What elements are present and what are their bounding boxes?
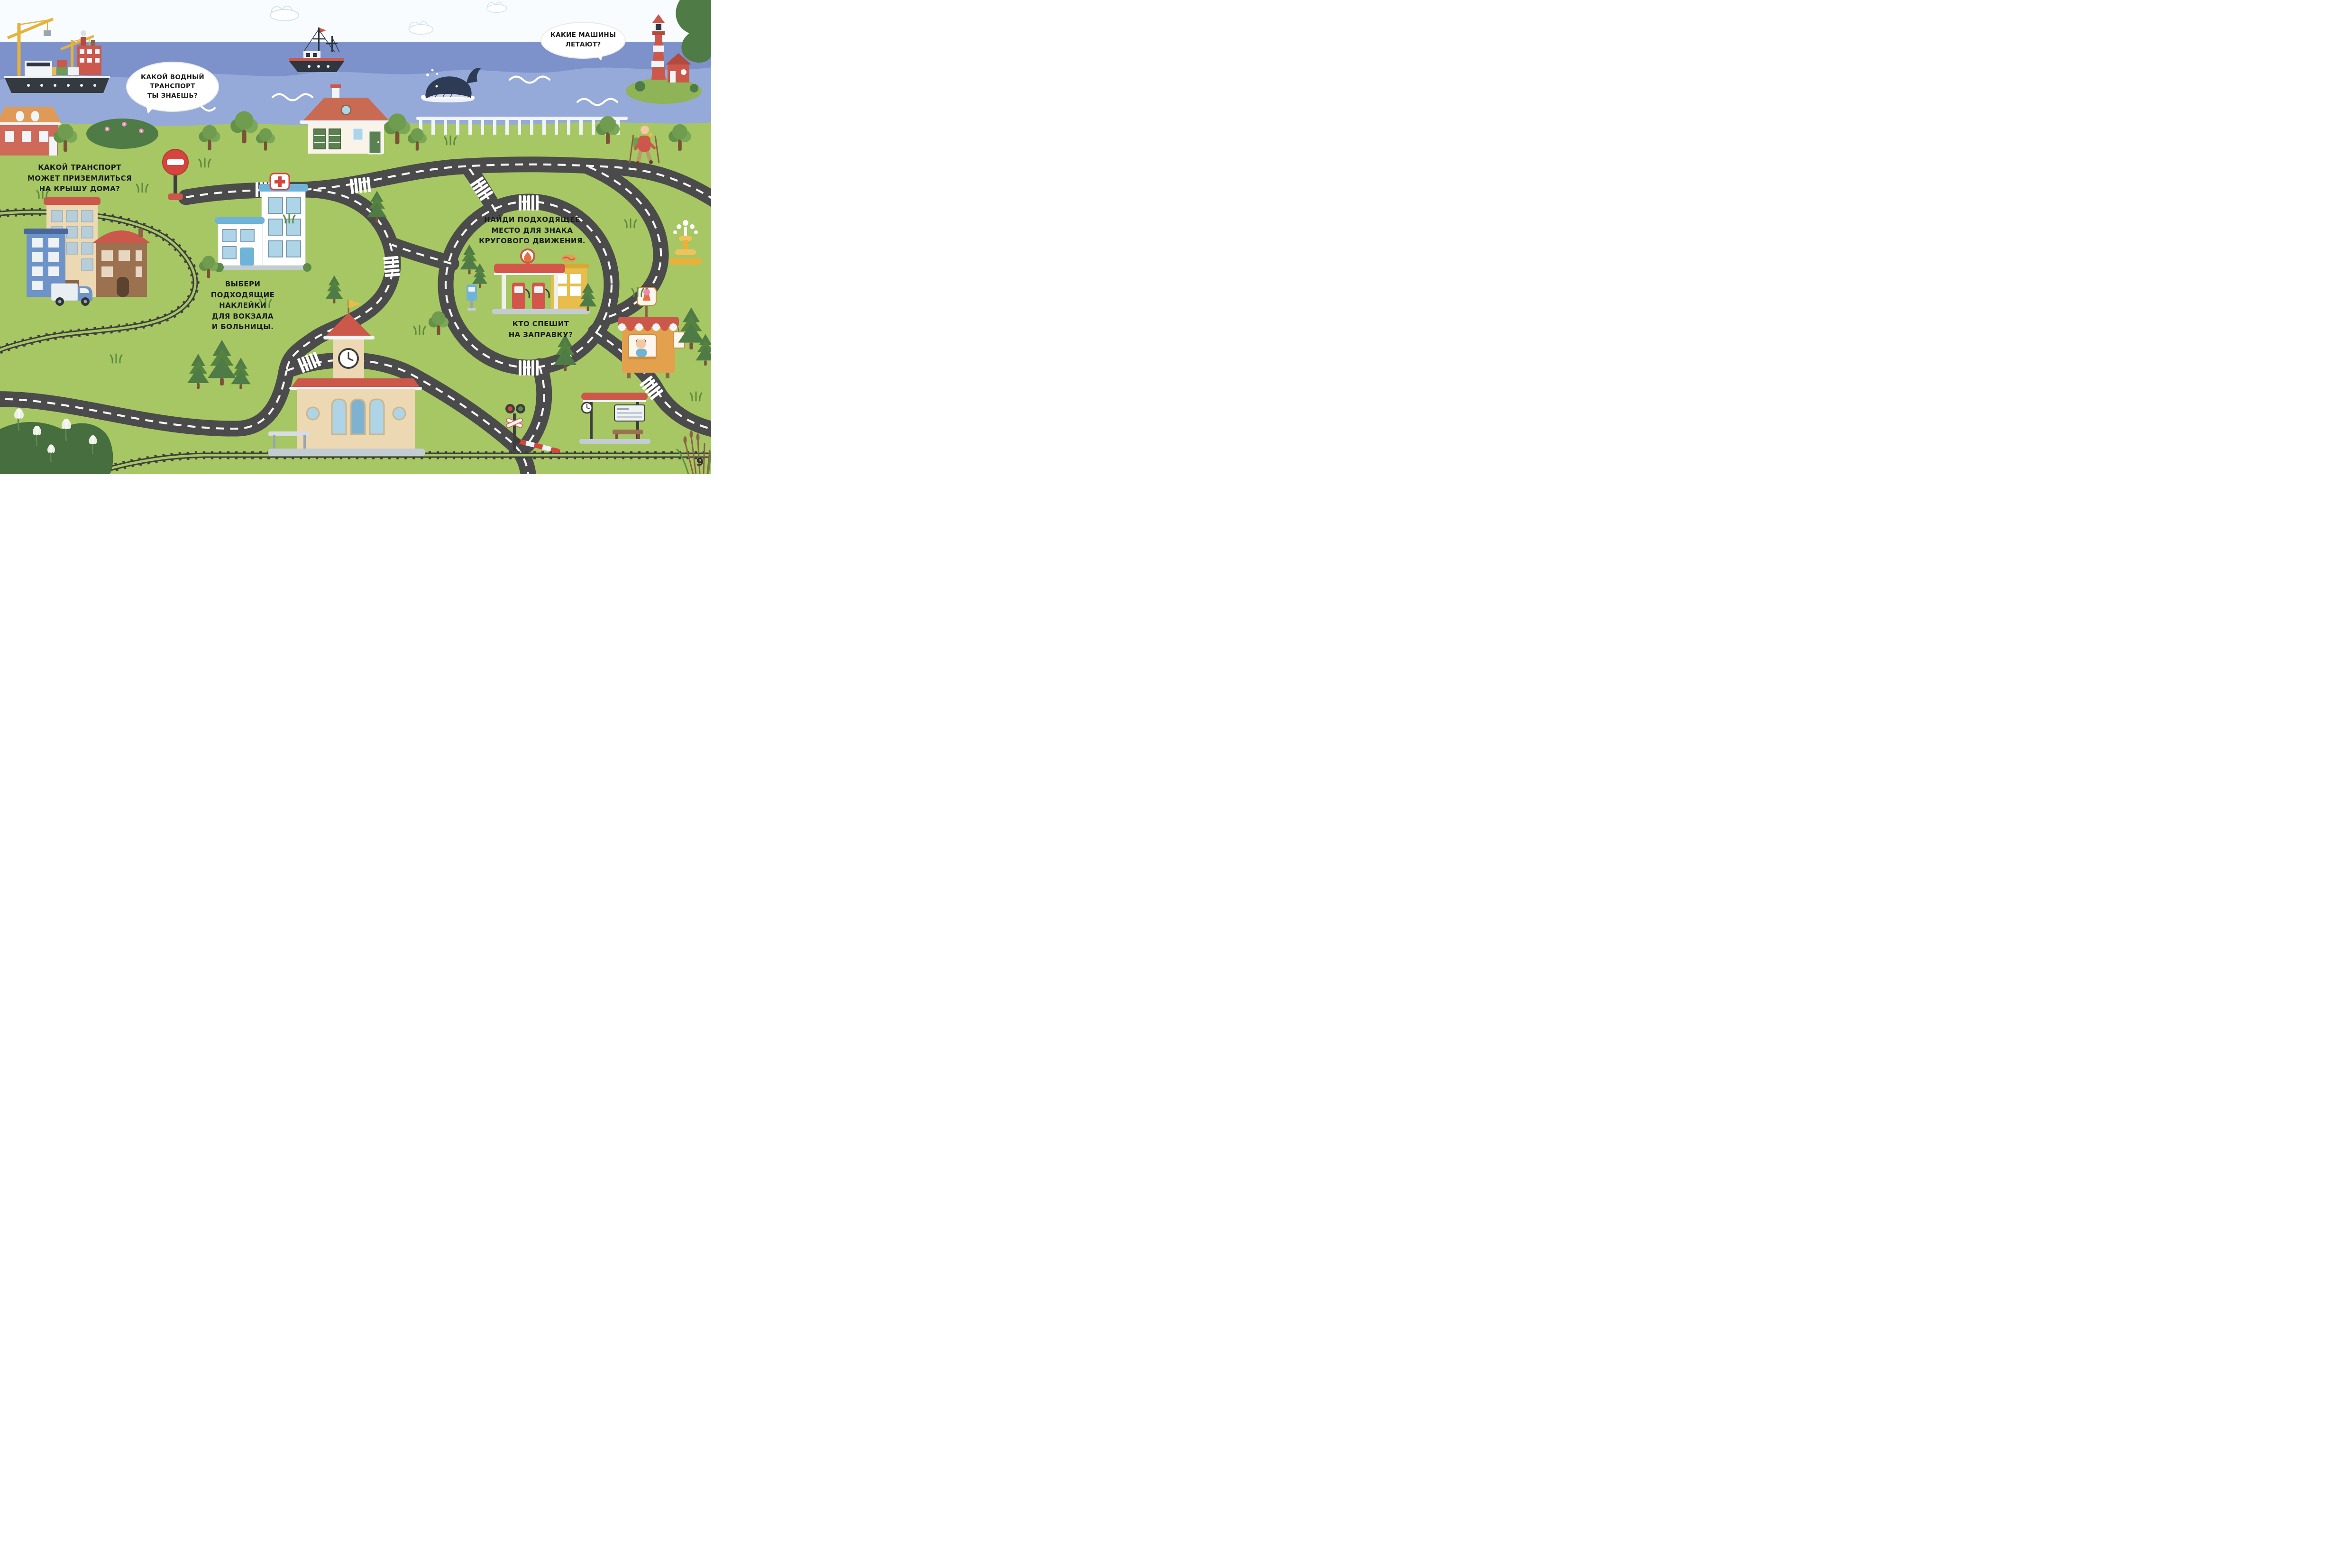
station-clock [338,348,359,369]
red-house [0,107,62,156]
fountain [669,220,702,265]
warehouse-building [77,30,101,75]
seaside-cottage [300,84,393,155]
page-number: 9 [696,457,704,468]
ev-charger [467,284,477,311]
lighthouse [626,14,702,104]
barista-person [636,339,647,357]
question-roof-landing: Какой транспорт может приземлиться на кр… [27,163,132,193]
bus-stop-clock [581,402,593,414]
gas-station [492,248,590,314]
speech-bubble-water-transport: Какой водный транспорт ты знаешь? [126,62,219,112]
container-ship [4,60,110,93]
question-gas-station: Кто спешит на заправку? [508,320,573,339]
fuel-pump-icon [512,283,530,309]
reeds [676,431,711,474]
delivery-truck [51,283,92,306]
whale [421,68,481,102]
fishing-boat [289,28,344,72]
railway-crossing-barrier [505,404,560,454]
flowers [0,407,113,474]
city-buildings [24,197,150,306]
activity-page: Какой водный транспорт ты знаешь? Какие … [0,0,711,474]
road-markings [0,163,711,474]
cargo-port [4,18,110,93]
harbor-crane-icon [7,18,54,76]
waves [191,75,618,112]
speech-bubble-text: Какой водный транспорт ты знаешь? [141,73,204,100]
hospital [214,173,311,272]
bus-stop [579,393,650,444]
train-station [268,300,425,456]
railway [0,208,711,474]
question-roundabout-sign: Найди подходящее место для знака кругово… [479,215,586,245]
speech-bubble-flying-machines: Какие машины летают? [540,22,626,59]
fuel-pump-icon [532,283,550,309]
question-stickers: Выбери подходящие наклейки для вокзала и… [210,280,275,331]
flower-bush [86,119,158,149]
cafe-kiosk [618,287,685,378]
hiker [629,124,660,165]
speech-bubble-text: Какие машины летают? [550,31,616,48]
illustration [0,0,711,474]
cupcake-sign [637,287,657,306]
stop-sign [162,149,189,200]
corner-foliage [676,0,711,63]
red-cross-icon [269,173,290,191]
